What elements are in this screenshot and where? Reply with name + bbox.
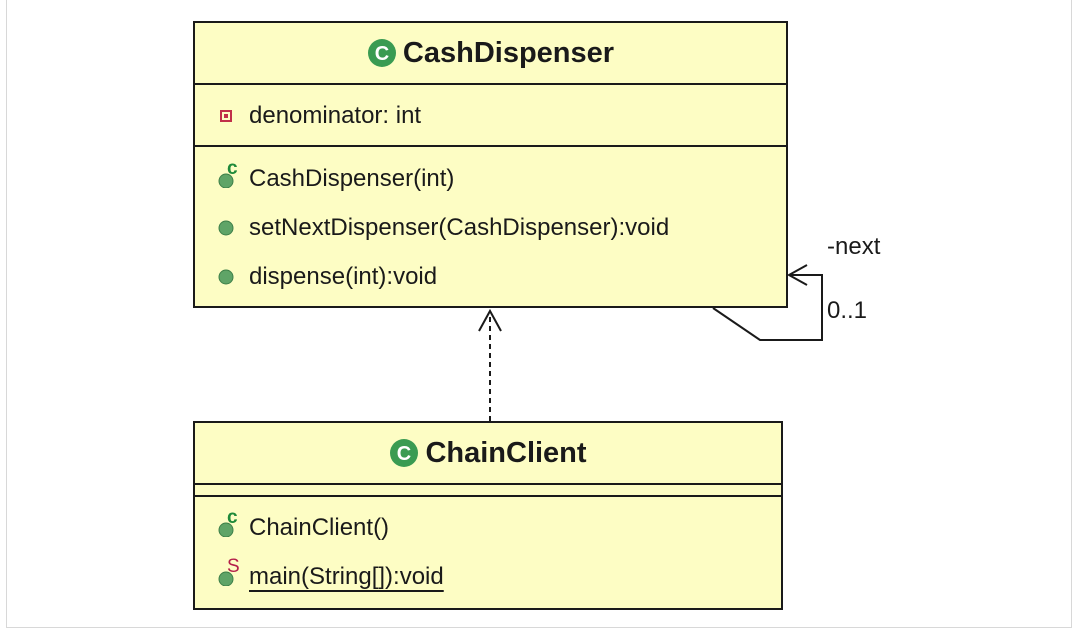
class-header: C CashDispenser	[195, 23, 786, 85]
dependency-arrowhead	[478, 308, 502, 332]
self-association-line	[712, 274, 823, 341]
class-chain-client[interactable]: C ChainClient c ChainClient() S main(Str…	[193, 421, 783, 610]
diagram-frame	[6, 0, 1072, 628]
private-field-icon	[217, 107, 235, 125]
class-header: C ChainClient	[195, 423, 781, 485]
operation-row[interactable]: dispense(int):void	[195, 252, 786, 301]
operation-row[interactable]: c CashDispenser(int)	[195, 154, 786, 203]
constructor-modifier: c	[227, 158, 238, 179]
attribute-row[interactable]: denominator: int	[195, 91, 786, 140]
class-name: CashDispenser	[402, 36, 615, 69]
operation-text: ChainClient()	[249, 513, 390, 541]
operation-text: setNextDispenser(CashDispenser):void	[249, 213, 670, 241]
attribute-text: denominator: int	[249, 101, 422, 129]
svg-text:C: C	[375, 43, 389, 65]
class-name: ChainClient	[425, 436, 587, 469]
public-method-icon	[217, 219, 235, 237]
public-method-icon	[217, 170, 235, 188]
attributes-section: denominator: int	[195, 85, 786, 147]
attributes-section	[195, 485, 781, 497]
operation-row[interactable]: S main(String[]):void	[195, 552, 781, 601]
public-method-icon	[217, 268, 235, 286]
operation-row[interactable]: setNextDispenser(CashDispenser):void	[195, 203, 786, 252]
association-multiplicity-label: 0..1	[827, 297, 868, 324]
association-role-label: -next	[827, 233, 881, 260]
public-method-icon	[217, 568, 235, 586]
class-cash-dispenser[interactable]: C CashDispenser denominator: int c CashD…	[193, 21, 788, 308]
operation-text: CashDispenser(int)	[249, 164, 455, 192]
static-modifier: S	[227, 556, 240, 577]
operation-text: dispense(int):void	[249, 262, 438, 290]
class-c-icon: C	[367, 38, 397, 68]
svg-text:C: C	[397, 443, 411, 465]
self-association-arrowhead	[786, 264, 808, 286]
operations-section: c ChainClient() S main(String[]):void	[195, 497, 781, 601]
operation-text: main(String[]):void	[249, 562, 444, 590]
constructor-modifier: c	[227, 507, 238, 528]
public-method-icon	[217, 519, 235, 537]
class-c-icon: C	[389, 438, 419, 468]
operations-section: c CashDispenser(int) setNextDispenser(Ca…	[195, 147, 786, 301]
operation-row[interactable]: c ChainClient()	[195, 503, 781, 552]
